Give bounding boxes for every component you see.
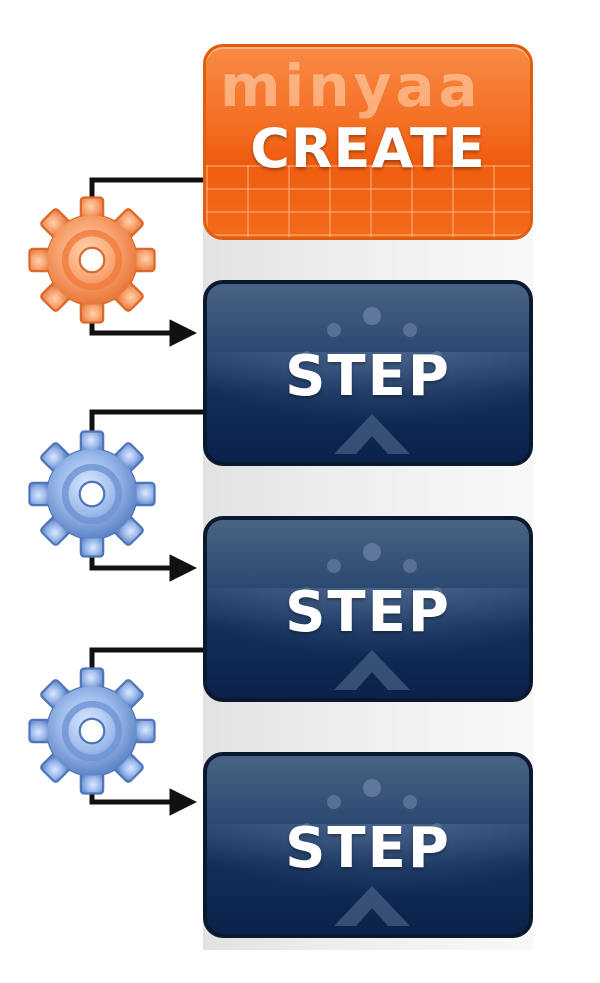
step-emblem-icon	[302, 543, 442, 690]
minyaa-watermark: minyaa	[220, 52, 482, 120]
step-label-2: STEP	[285, 580, 451, 645]
step-box-3[interactable]: STEP	[203, 752, 533, 938]
step-label-3: STEP	[285, 816, 451, 881]
step-box-1[interactable]: STEP	[203, 280, 533, 466]
step-emblem-icon	[302, 307, 442, 454]
step-emblem-icon	[302, 779, 442, 926]
gear-icon	[28, 430, 156, 558]
create-label: CREATE	[250, 117, 486, 180]
gear-icon	[28, 196, 156, 324]
step-label-1: STEP	[285, 344, 451, 409]
gear-icon	[28, 667, 156, 795]
step-box-2[interactable]: STEP	[203, 516, 533, 702]
